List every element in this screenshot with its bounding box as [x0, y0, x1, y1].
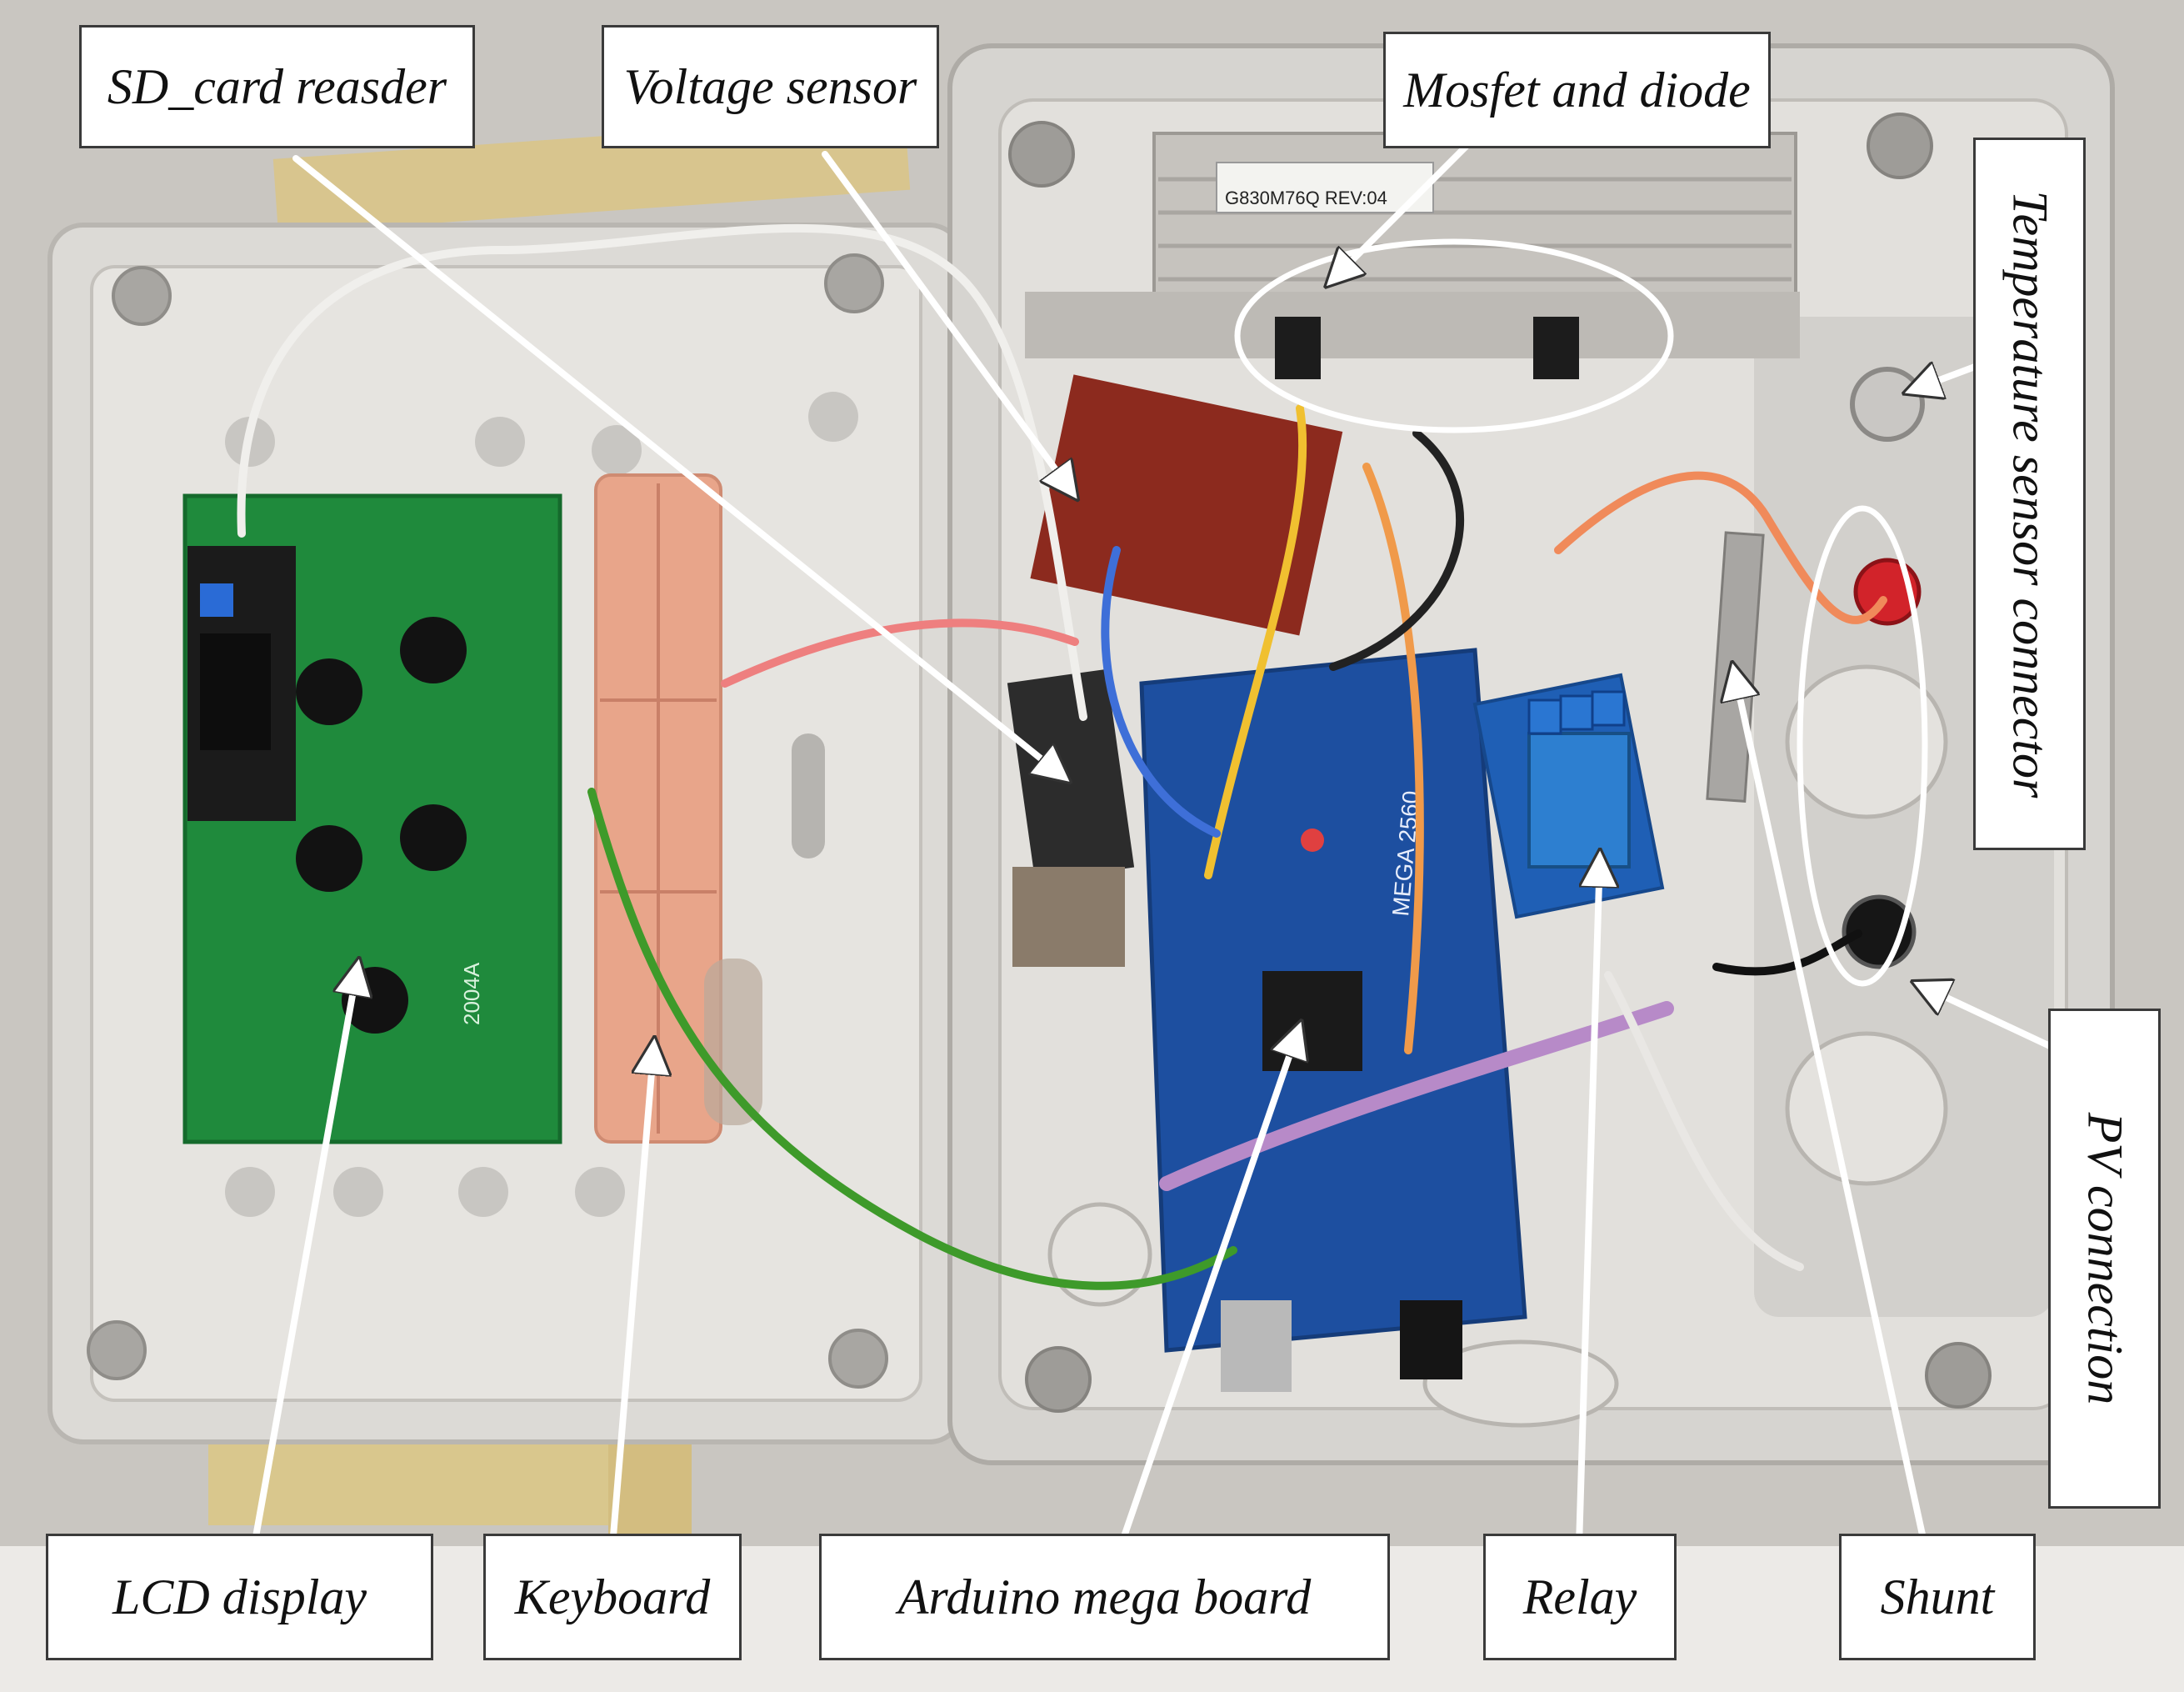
heatsink: G830M76Q REV:04 — [1025, 132, 1800, 379]
lid-mounting-bosses — [225, 392, 858, 1217]
usb-port — [1221, 1300, 1292, 1392]
masking-tape-bottom — [208, 1434, 675, 1525]
arrow-sd-card — [292, 155, 1067, 779]
label-relay: Relay — [1483, 1534, 1677, 1660]
arrow-pv-connection — [1917, 984, 2053, 1049]
glue-blob — [704, 959, 762, 1125]
arrow-relay — [1576, 854, 1600, 1549]
arrow-mosfet — [1329, 143, 1470, 283]
label-temperature-sensor-connector: Temperature sensor connector — [1973, 138, 2086, 850]
label-shunt: Shunt — [1839, 1534, 2036, 1660]
reset-button — [1301, 828, 1324, 852]
arduino-mega-board: MEGA 2560 — [1139, 648, 1527, 1392]
lcd-model-text: 2004A — [459, 962, 484, 1025]
mcu-chip — [1262, 971, 1362, 1071]
copper-keyboard — [594, 473, 762, 1144]
arrow-arduino — [1117, 1025, 1300, 1549]
pv-highlight-ellipse — [1797, 505, 1928, 987]
label-pv-connection-text: PV connection — [2077, 1112, 2132, 1405]
label-sd-card-reader: SD_card reasder — [79, 25, 475, 148]
arrow-temp-sensor — [1908, 367, 1978, 392]
label-mosfet-diode: Mosfet and diode — [1383, 32, 1771, 148]
sd-card-adapter — [1012, 867, 1125, 967]
lid-slot — [792, 733, 825, 859]
label-keyboard: Keyboard — [483, 1534, 742, 1660]
label-voltage-sensor: Voltage sensor — [602, 25, 939, 148]
base-screw-holes — [1008, 113, 1992, 1413]
arrow-voltage-sensor — [822, 151, 1075, 496]
potentiometer — [200, 583, 233, 617]
lid-screw-holes — [87, 253, 888, 1389]
mosfet-highlight-ellipse — [1234, 238, 1674, 433]
label-arduino-mega-board: Arduino mega board — [819, 1534, 1390, 1660]
relay-terminals — [1527, 690, 1626, 735]
driver-chip — [200, 633, 271, 750]
label-lcd-display: LCD display — [46, 1534, 433, 1660]
mosfet-left — [1275, 317, 1321, 379]
arrow-lcd-display — [251, 963, 358, 1549]
label-temperature-sensor-text: Temperature sensor connector — [2002, 190, 2057, 798]
relay-block — [1527, 732, 1631, 869]
heatsink-sticker-text: G830M76Q REV:04 — [1225, 188, 1387, 208]
heatsink-base — [1025, 292, 1800, 358]
arrow-shunt — [1733, 667, 1928, 1549]
temperature-connector — [1850, 367, 1925, 442]
arrow-keyboard — [609, 1042, 654, 1549]
sd-card-module — [1007, 668, 1135, 967]
heatsink-sticker — [1216, 162, 1434, 213]
dc-jack — [1400, 1300, 1462, 1379]
knockout-rings — [1047, 664, 1948, 1428]
annotation-arrows — [251, 143, 2053, 1549]
lcd-controller-blobs — [296, 617, 467, 1034]
mosfet-right — [1533, 317, 1579, 379]
lcd-display-module: 2004A — [182, 493, 562, 1144]
label-pv-connection: PV connection — [2048, 1009, 2161, 1509]
